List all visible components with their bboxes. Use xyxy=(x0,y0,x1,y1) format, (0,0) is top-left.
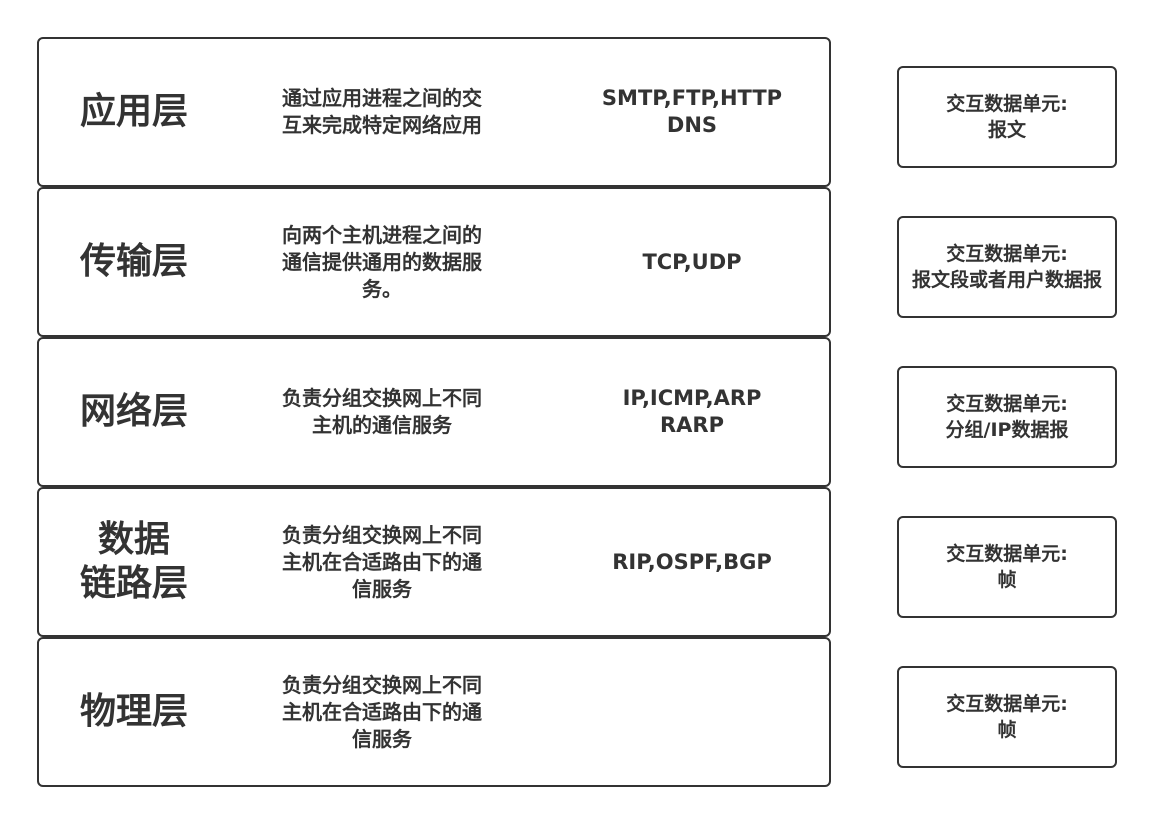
layer-protocols: RIP,OSPF,BGP xyxy=(612,549,772,574)
layer-row-application: 应用层 通过应用进程之间的交互来完成特定网络应用 SMTP,FTP,HTTP D… xyxy=(37,37,831,187)
unit-label: 交互数据单元: xyxy=(946,543,1068,565)
unit-label: 交互数据单元: xyxy=(946,243,1068,265)
unit-value: 帧 xyxy=(997,719,1017,741)
unit-value: 报文 xyxy=(987,119,1026,141)
unit-value: 分组/IP数据报 xyxy=(945,419,1069,441)
layer-row-transport: 传输层 向两个主机进程之间的通信提供通用的数据服务。 TCP,UDP xyxy=(37,187,831,337)
layer-description: 负责分组交换网上不同主机在合适路由下的通信服务 xyxy=(282,672,482,751)
layer-description: 通过应用进程之间的交互来完成特定网络应用 xyxy=(282,86,482,137)
unit-box-transport: 交互数据单元: 报文段或者用户数据报 xyxy=(897,216,1117,318)
layer-row-data-link: 数据 链路层 负责分组交换网上不同主机在合适路由下的通信服务 RIP,OSPF,… xyxy=(37,487,831,637)
layer-name: 应用层 xyxy=(79,91,188,132)
layer-protocols: IP,ICMP,ARP RARP xyxy=(622,386,762,437)
layer-protocols: TCP,UDP xyxy=(642,249,742,274)
layer-name: 数据 链路层 xyxy=(79,519,188,604)
unit-label: 交互数据单元: xyxy=(946,93,1068,115)
unit-label: 交互数据单元: xyxy=(946,393,1068,415)
layer-protocols xyxy=(587,639,797,785)
layer-name: 传输层 xyxy=(79,241,188,282)
unit-value: 帧 xyxy=(997,569,1017,591)
layer-description: 负责分组交换网上不同主机的通信服务 xyxy=(282,386,482,437)
unit-box-network: 交互数据单元: 分组/IP数据报 xyxy=(897,366,1117,468)
unit-label: 交互数据单元: xyxy=(946,693,1068,715)
unit-box-physical: 交互数据单元: 帧 xyxy=(897,666,1117,768)
unit-box-data-link: 交互数据单元: 帧 xyxy=(897,516,1117,618)
layer-description: 向两个主机进程之间的通信提供通用的数据服务。 xyxy=(282,222,482,301)
unit-value: 报文段或者用户数据报 xyxy=(911,269,1102,291)
layer-name: 物理层 xyxy=(79,691,188,732)
layer-row-network: 网络层 负责分组交换网上不同主机的通信服务 IP,ICMP,ARP RARP xyxy=(37,337,831,487)
layer-description: 负责分组交换网上不同主机在合适路由下的通信服务 xyxy=(282,522,482,601)
unit-box-application: 交互数据单元: 报文 xyxy=(897,66,1117,168)
layer-name: 网络层 xyxy=(79,391,188,432)
layer-protocols: SMTP,FTP,HTTP DNS xyxy=(601,86,783,137)
layer-row-physical: 物理层 负责分组交换网上不同主机在合适路由下的通信服务 xyxy=(37,637,831,787)
